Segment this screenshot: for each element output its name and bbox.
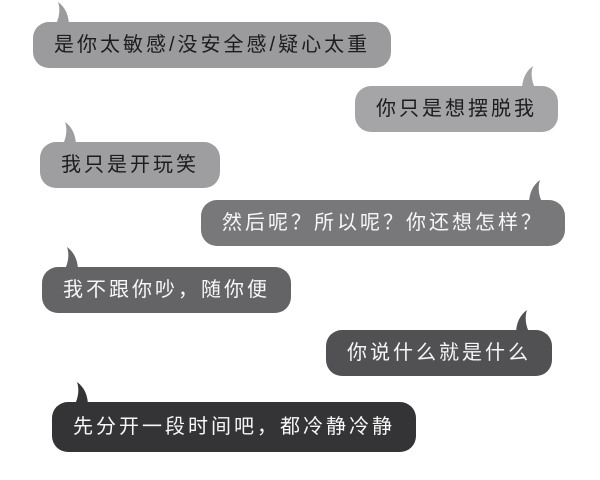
message-text: 先分开一段时间吧，都冷静冷静: [73, 416, 395, 438]
chat-bubble-left: 我不跟你吵，随你便: [42, 247, 291, 313]
chat-bubble-right: 你只是想摆脱我: [355, 66, 558, 132]
bubble-tail-icon: [516, 310, 530, 334]
bubble-tail-icon: [522, 66, 536, 90]
message-text: 我只是开玩笑: [61, 154, 199, 176]
bubble-tail-icon: [74, 382, 88, 406]
bubble-tail-icon: [64, 247, 78, 271]
message-text: 你说什么就是什么: [347, 342, 531, 364]
chat-bubble-left: 是你太敏感/没安全感/疑心太重: [33, 2, 392, 68]
chat-bubble-left: 先分开一段时间吧，都冷静冷静: [52, 382, 416, 452]
message-text: 然后呢？所以呢？你还想怎样？: [222, 212, 544, 234]
message-text: 是你太敏感/没安全感/疑心太重: [54, 34, 371, 56]
bubble-tail-icon: [55, 2, 69, 26]
chat-bubble-right: 你说什么就是什么: [326, 310, 552, 376]
bubble-tail-icon: [529, 180, 543, 204]
chat-bubble-left: 我只是开玩笑: [40, 122, 220, 188]
message-text: 你只是想摆脱我: [376, 98, 537, 120]
chat-bubble-right: 然后呢？所以呢？你还想怎样？: [201, 180, 565, 246]
bubble-tail-icon: [62, 122, 76, 146]
message-text: 我不跟你吵，随你便: [63, 279, 270, 301]
